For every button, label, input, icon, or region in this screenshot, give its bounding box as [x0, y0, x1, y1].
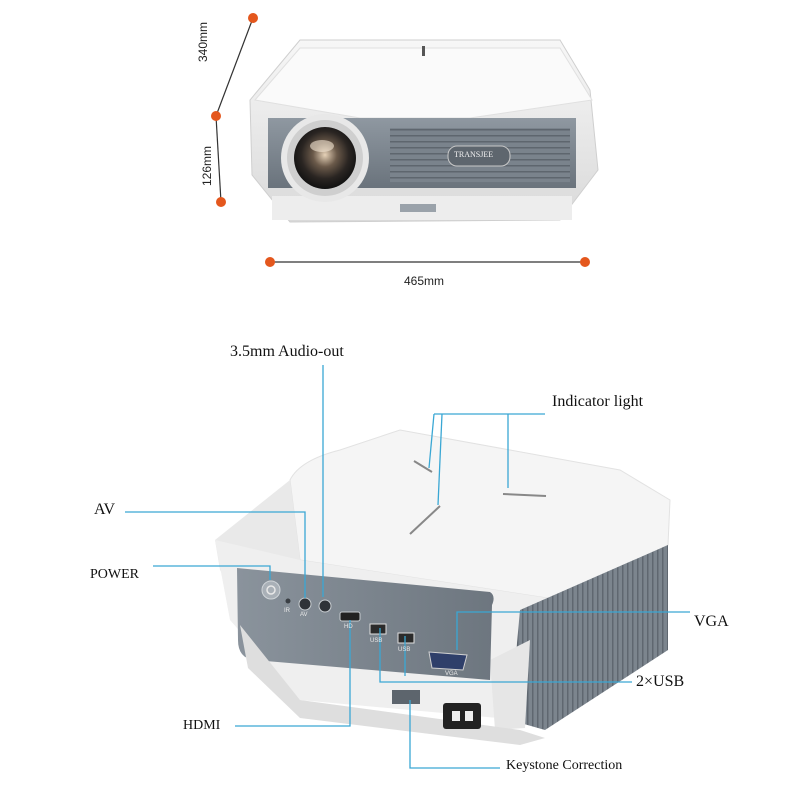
indicator-light-label: Indicator light	[552, 393, 644, 410]
vga-port-label: VGA	[445, 671, 458, 677]
depth-dimension-label: 340mm	[196, 21, 210, 62]
ir-port-label: IR	[284, 608, 290, 614]
vga-label: VGA	[694, 613, 729, 630]
av-port-label: AV	[300, 612, 308, 618]
brand-logo: TRANSJEE	[454, 150, 494, 159]
dimension-lines	[215, 17, 585, 263]
audio-out-label: 3.5mm Audio-out	[230, 343, 344, 360]
av-label: AV	[94, 501, 116, 518]
callout-lines	[125, 365, 690, 769]
projector-front-view	[249, 39, 599, 223]
usb-label: 2×USB	[636, 673, 685, 690]
height-dimension-label: 126mm	[200, 145, 214, 186]
hd-port-label: HD	[344, 624, 353, 630]
width-dimension-label: 465mm	[404, 274, 445, 288]
usb2-port-label: USB	[398, 647, 411, 653]
ports	[261, 580, 481, 729]
keystone-correction-label: Keystone Correction	[506, 758, 623, 773]
power-label: POWER	[90, 567, 139, 582]
projector-rear-view	[215, 429, 671, 745]
dimension-dots	[211, 13, 590, 267]
usb1-port-label: USB	[370, 638, 383, 644]
hdmi-label: HDMI	[183, 718, 221, 733]
